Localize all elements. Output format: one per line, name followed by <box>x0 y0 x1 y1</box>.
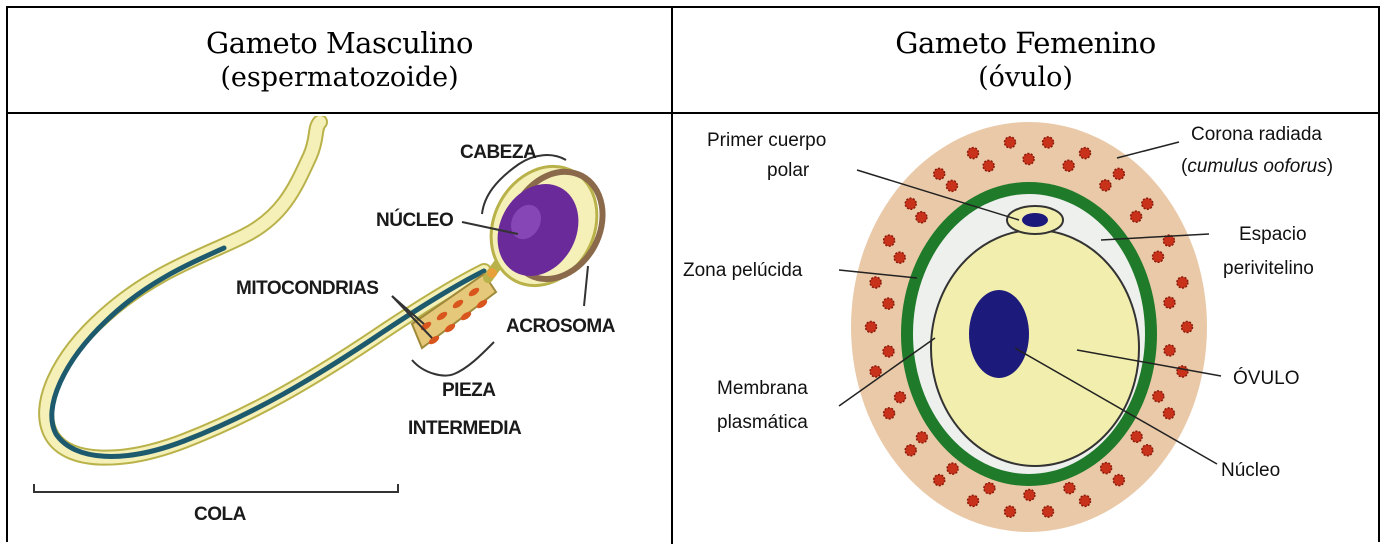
tail-bracket <box>34 484 398 492</box>
label-primer-cuerpo: Primer cuerpo <box>707 130 826 151</box>
corona-granule <box>1153 391 1164 402</box>
corona-granule <box>884 235 895 246</box>
corona-granule <box>1043 506 1054 517</box>
corona-granule <box>1163 408 1174 419</box>
corona-granule <box>870 277 881 288</box>
corona-granule <box>905 445 916 456</box>
corona-granule <box>883 346 894 357</box>
female-title: Gameto Femenino <box>895 25 1155 61</box>
corona-granule <box>894 252 905 263</box>
corona-granule <box>934 168 945 179</box>
corona-granule <box>1142 198 1153 209</box>
label-perivitelino: perivitelino <box>1223 258 1314 279</box>
label-acrosoma: ACROSOMA <box>506 316 616 337</box>
label-nucleo-ovum: Núcleo <box>1221 460 1280 481</box>
corona-granule <box>883 298 894 309</box>
label-pieza: PIEZA <box>442 380 496 401</box>
label-ovulo: ÓVULO <box>1233 367 1300 389</box>
corona-granule <box>934 475 945 486</box>
label-plasmatica: plasmática <box>717 412 808 433</box>
corona-granule <box>1164 345 1175 356</box>
corona-granule <box>1153 251 1164 262</box>
centriole <box>487 268 497 278</box>
corona-granule <box>968 495 979 506</box>
corona-granule <box>984 483 995 494</box>
corona-granule <box>870 366 881 377</box>
label-mitocondrias: MITOCONDRIAS <box>236 278 378 299</box>
corona-granule <box>1131 431 1142 442</box>
corona-granule <box>1142 445 1153 456</box>
label-cola: COLA <box>194 504 247 525</box>
ovum-nucleus <box>969 290 1029 378</box>
corona-granule <box>1024 490 1035 501</box>
label-membrana: Membrana <box>717 378 808 399</box>
corona-granule <box>1100 180 1111 191</box>
label-espacio: Espacio <box>1239 224 1307 245</box>
label-nucleo: NÚCLEO <box>376 209 453 231</box>
female-header: Gameto Femenino (óvulo) <box>673 8 1378 112</box>
label-polar: polar <box>767 160 810 181</box>
corona-granule <box>916 212 927 223</box>
corona-granule <box>1113 168 1124 179</box>
corona-granule <box>1043 137 1054 148</box>
polar-body-nucleus <box>1022 213 1048 227</box>
corona-granule <box>1023 154 1034 165</box>
label-cumulus: (cumulus ooforus) <box>1181 156 1333 177</box>
corona-granule <box>1080 148 1091 159</box>
label-intermedia: INTERMEDIA <box>408 418 522 439</box>
male-header: Gameto Masculino (espermatozoide) <box>8 8 671 112</box>
corona-granule <box>1101 463 1112 474</box>
corona-granule <box>1113 475 1124 486</box>
corona-granule <box>1064 483 1075 494</box>
label-zona: Zona pelúcida <box>683 260 803 281</box>
corona-leader <box>1117 142 1179 158</box>
corona-granule <box>895 392 906 403</box>
corona-granule <box>1005 506 1016 517</box>
label-cabeza: CABEZA <box>460 142 537 163</box>
acrosome-leader <box>584 266 588 306</box>
corona-granule <box>968 148 979 159</box>
corona-granule <box>905 198 916 209</box>
corona-granule <box>916 432 927 443</box>
female-subtitle: (óvulo) <box>978 61 1073 95</box>
corona-granule <box>1164 297 1175 308</box>
corona-granule <box>1131 211 1142 222</box>
corona-granule <box>866 322 877 333</box>
oocyte <box>931 230 1139 466</box>
corona-granule <box>1005 137 1016 148</box>
corona-granule <box>946 180 957 191</box>
ovum-diagram: Primer cuerpo polar Corona radiada (cumu… <box>673 112 1373 538</box>
corona-granule <box>947 463 958 474</box>
corona-granule <box>884 408 895 419</box>
sperm-diagram: CABEZA NÚCLEO MITOCONDRIAS ACROSOMA PIEZ… <box>14 116 654 538</box>
male-title: Gameto Masculino <box>206 25 473 61</box>
corona-granule <box>1182 322 1193 333</box>
male-subtitle: (espermatozoide) <box>220 61 458 95</box>
corona-granule <box>1080 495 1091 506</box>
label-cumulus-italic: cumulus ooforus <box>1187 156 1327 177</box>
corona-granule <box>983 160 994 171</box>
corona-granule <box>1177 277 1188 288</box>
label-corona: Corona radiada <box>1191 124 1322 145</box>
corona-granule <box>1063 160 1074 171</box>
